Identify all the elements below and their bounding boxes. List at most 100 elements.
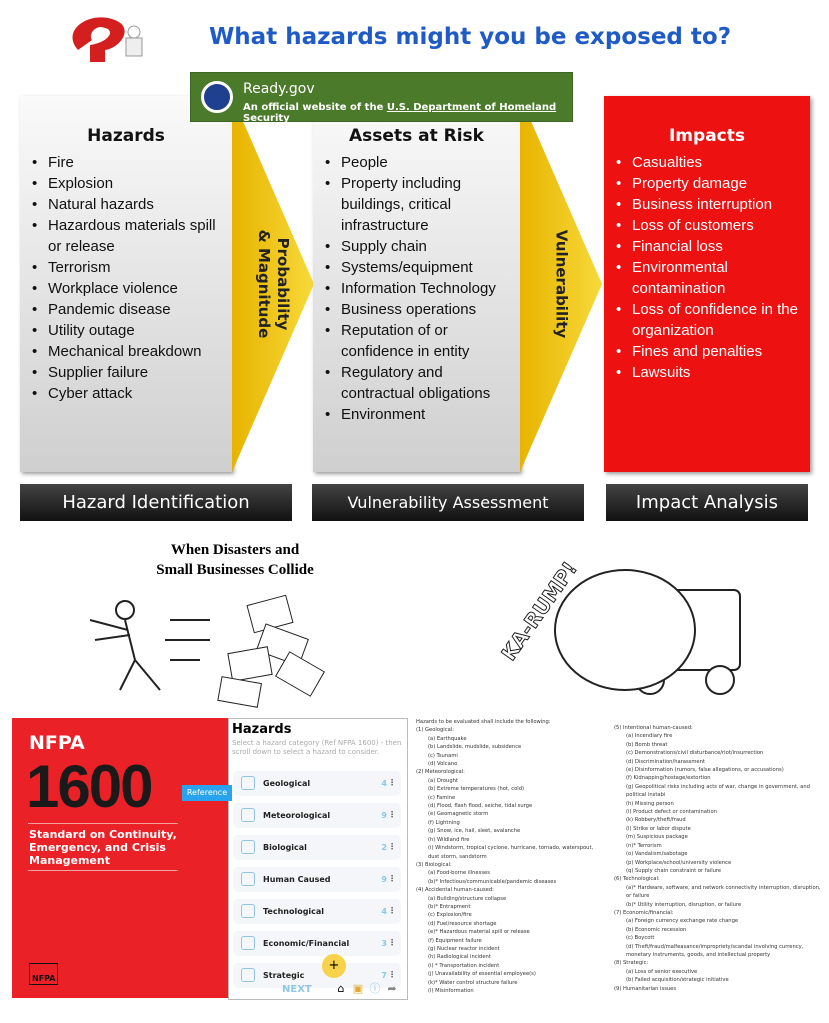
category-icon	[241, 968, 255, 982]
category-count: 9	[381, 875, 387, 884]
hazard-list-item: (c) Explosion/fire	[428, 912, 472, 919]
category-icon	[241, 840, 255, 854]
category-name: Human Caused	[263, 875, 331, 884]
impacts-box: ImpactsCasualtiesProperty damageBusiness…	[604, 96, 810, 472]
category-icon	[241, 776, 255, 790]
bullet-item: Loss of confidence in the organization	[616, 299, 810, 341]
bullet-item: Mechanical breakdown	[32, 341, 232, 362]
more-menu-icon[interactable]: ⋮	[388, 938, 396, 947]
official-text: An official website of the U.S. Departme…	[243, 102, 557, 124]
hazard-list-item: (k) Robbery/theft/fraud	[626, 817, 686, 824]
bullet-item: Financial loss	[616, 236, 810, 257]
add-button[interactable]: +	[322, 954, 346, 978]
more-menu-icon[interactable]: ⋮	[388, 778, 396, 787]
category-icon	[241, 872, 255, 886]
question-mark-figure-icon	[60, 10, 152, 72]
hazard-list-item: (a) Loss of senior executive	[626, 968, 698, 975]
category-economic-financial[interactable]: Economic/Financial 3⋮	[233, 931, 401, 956]
hazard-list-item: (k)* Water control structure failure	[428, 979, 518, 986]
bullet-item: Supplier failure	[32, 362, 232, 383]
hazard-list-item: (d) Discrimination/harassment	[626, 758, 705, 765]
bullet-item: Property including buildings, critical i…	[325, 173, 520, 236]
hazard-list-item: (h) Missing person	[626, 800, 674, 807]
bullet-item: Supply chain	[325, 236, 520, 257]
bullet-item: Regulatory and contractual obligations	[325, 362, 520, 404]
hazard-list-item: (f) Equipment failure	[428, 937, 482, 944]
category-human-caused[interactable]: Human Caused 9⋮	[233, 867, 401, 892]
bullet-item: Natural hazards	[32, 194, 232, 215]
document-icon[interactable]: ▣	[352, 982, 364, 995]
hazard-list-item: (c) Tsunami	[428, 752, 458, 759]
category-name: Geological	[263, 779, 311, 788]
bullet-item: Hazardous materials spill or release	[32, 215, 232, 257]
home-icon[interactable]: ⌂	[337, 982, 345, 995]
hazard-list-item: (b)* Infectious/communicable/pandemic di…	[428, 878, 557, 885]
more-menu-icon[interactable]: ⋮	[388, 906, 396, 915]
next-button[interactable]: NEXT	[282, 984, 312, 995]
hazard-list-item: (a) Incendiary fire	[626, 733, 673, 740]
hazards-app-panel: Hazards Select a hazard category (Ref NF…	[228, 718, 408, 1000]
hazard-list-item: (2) Meteorological:	[416, 769, 465, 776]
hazard-list-item: (f) Lightning	[428, 819, 460, 826]
nfpa-logo: NFPA	[29, 963, 59, 985]
reference-tag: Reference	[182, 785, 232, 801]
more-menu-icon[interactable]: ⋮	[388, 970, 396, 979]
app-subtitle: Select a hazard category (Ref NFPA 1600)…	[232, 739, 402, 756]
bullet-item: People	[325, 152, 520, 173]
bullet-item: Utility outage	[32, 320, 232, 341]
bullet-item: Business operations	[325, 299, 520, 320]
page-title: What hazards might you be exposed to?	[208, 24, 732, 50]
impacts-heading: Impacts	[668, 126, 745, 146]
hazard-list-item: (d) Fuel/resource shortage	[428, 920, 497, 927]
dhs-seal-icon	[201, 81, 233, 113]
ready-gov-banner[interactable]: Ready.gov An official website of the U.S…	[190, 72, 573, 124]
hazard-list-item: (g) Snow, ice, hail, sleet, avalanche	[428, 828, 521, 835]
category-icon	[241, 936, 255, 950]
category-name: Technological	[263, 907, 325, 916]
hazard-list-item: (e) Geomagnetic storm	[428, 811, 489, 818]
bullet-item: Workplace violence	[32, 278, 232, 299]
dhs-link[interactable]: U.S. Department of Homeland Security	[243, 102, 557, 124]
hazard-list-item: (9) Humanitarian issues	[614, 985, 677, 992]
bullet-item: Loss of customers	[616, 215, 810, 236]
hazard-list-item: (f) Kidnapping/hostage/extortion	[626, 775, 711, 782]
more-menu-icon[interactable]: ⋮	[388, 842, 396, 851]
hazard-list-item: (b)* Utility interruption, disruption, o…	[626, 901, 742, 908]
bullet-item: Fire	[32, 152, 232, 173]
bullet-item: Business interruption	[616, 194, 810, 215]
hazard-list-item: (i) Windstorm, tropical cyclone, hurrica…	[428, 845, 594, 860]
nfpa-1600-cover: NFPA 1600 Standard on Continuity, Emerge…	[12, 718, 228, 998]
hazard-list-item: (o) Vandalism/sabotage	[626, 851, 688, 858]
more-menu-icon[interactable]: ⋮	[388, 874, 396, 883]
hazard-list-item: (b) Economic recession	[626, 926, 687, 933]
hazard-list-item: (5) Intentional human-caused:	[614, 725, 693, 731]
info-icon[interactable]: ⓘ	[369, 982, 381, 995]
app-heading: Hazards	[232, 722, 292, 737]
hazard-identification-label: Hazard Identification	[20, 484, 292, 521]
more-menu-icon[interactable]: ⋮	[388, 810, 396, 819]
hazard-list-item: (6) Technological:	[614, 876, 660, 883]
hazard-list-item: (d) Theft/fraud/malfeasance/impropriety/…	[626, 943, 804, 958]
hazard-list-item: (a) Food-borne illnesses	[428, 870, 490, 877]
hazard-list-item: (i) * Transportation incident	[428, 962, 500, 969]
hazard-list-item: (m) Suspicious package	[626, 834, 688, 841]
hazard-list-item: (g) Nuclear reactor incident	[428, 945, 500, 952]
hazard-list-item: (c) Demonstrations/civil disturbance/rio…	[626, 750, 764, 757]
category-count: 3	[381, 939, 387, 948]
category-name: Economic/Financial	[263, 939, 350, 948]
hazards-box: HazardsFireExplosionNatural hazardsHazar…	[20, 96, 232, 472]
hazard-list-item: (l) Strike or labor dispute	[626, 825, 691, 832]
cover-org: NFPA	[29, 732, 85, 754]
category-name: Meteorological	[263, 811, 331, 820]
arrow-label-probability: Probability	[274, 237, 292, 331]
impacts-list: CasualtiesProperty damageBusiness interr…	[616, 152, 810, 383]
share-icon[interactable]: ➦	[387, 982, 397, 995]
assets-list: PeopleProperty including buildings, crit…	[325, 152, 520, 425]
hazard-list-item: (b)* Entrapment	[428, 903, 471, 910]
